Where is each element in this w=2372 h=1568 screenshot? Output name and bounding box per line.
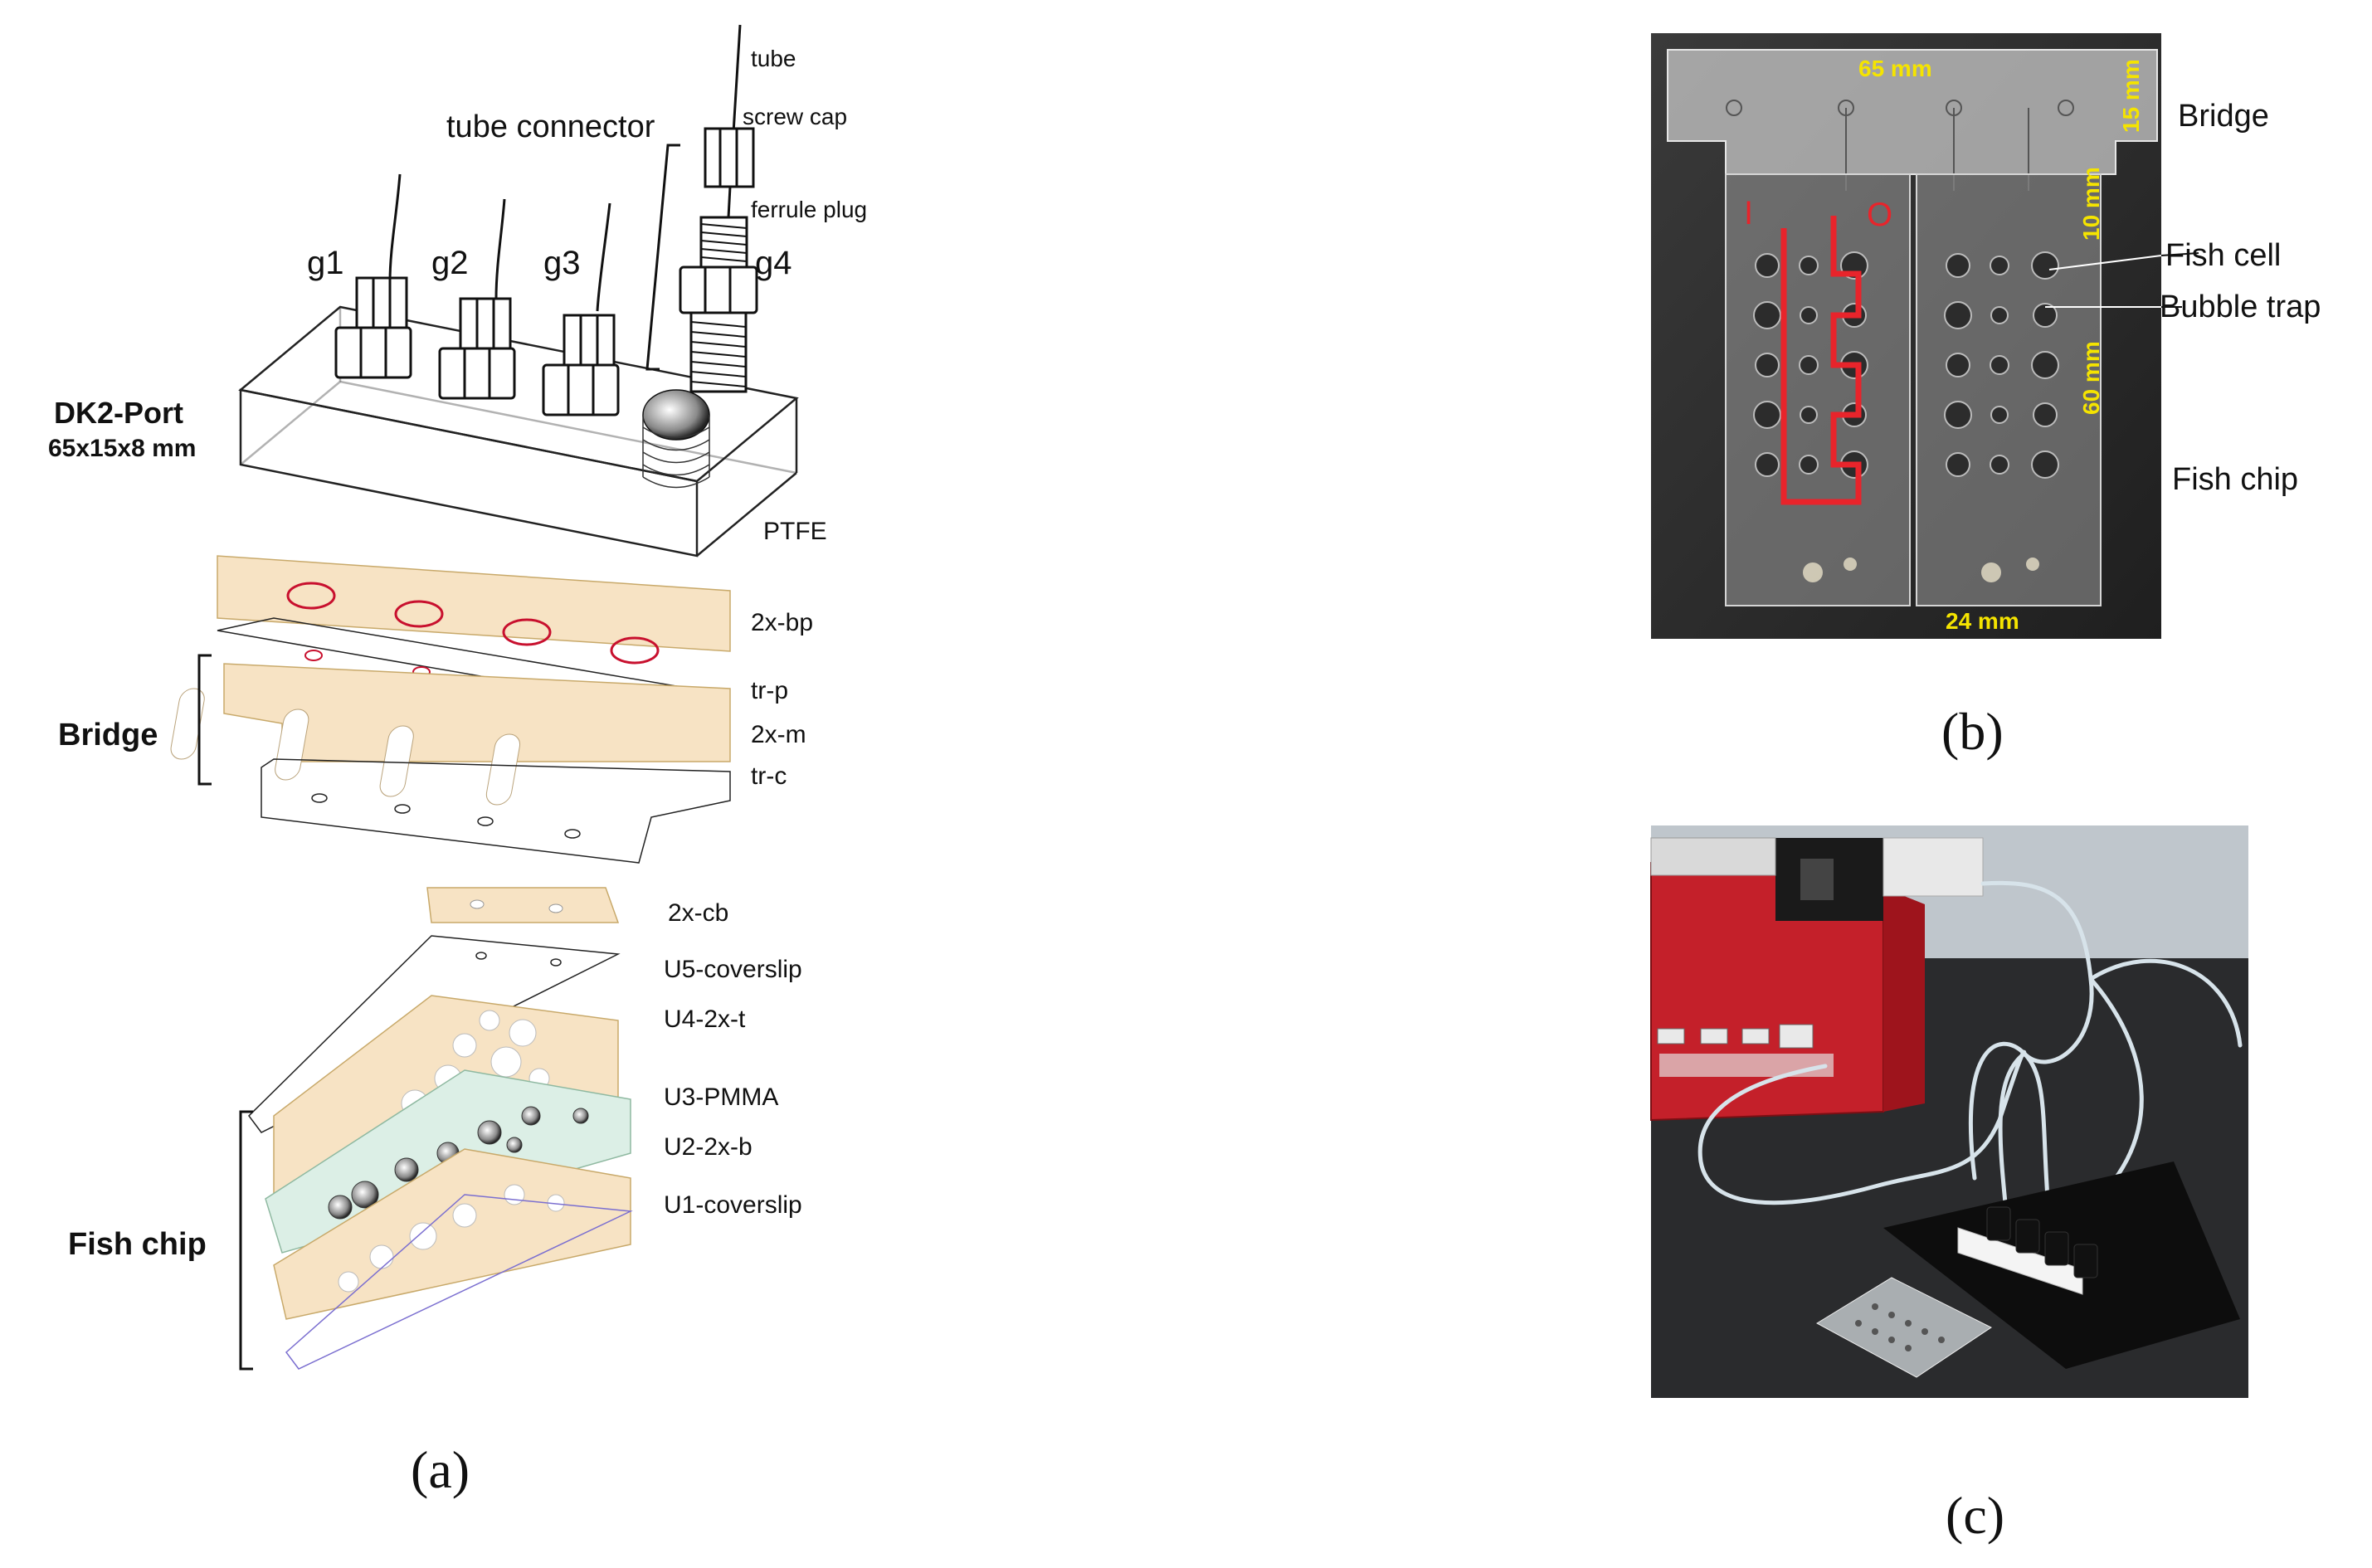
label-dk2-port: DK2-Port — [54, 396, 183, 430]
tube-connector-bracket — [645, 144, 680, 371]
label-tube: tube — [751, 46, 796, 71]
label-g1: g1 — [307, 245, 344, 281]
label-2x-bp: 2x-bp — [751, 609, 813, 636]
label-u2-2x-b: U2-2x-b — [664, 1133, 753, 1161]
label-ferrule-plug: ferrule plug — [751, 197, 867, 222]
label-g2: g2 — [431, 245, 469, 281]
label-screw-cap: screw cap — [743, 104, 847, 129]
panel-a: tube screw cap tube connector ferrule pl… — [48, 24, 867, 1371]
fitting-g3 — [542, 202, 620, 416]
layer-u5-coverslip — [248, 935, 621, 1133]
panel-label-b: (b) — [1941, 702, 2004, 761]
dk2-port-block — [238, 305, 799, 558]
label-g3: g3 — [543, 245, 581, 281]
label-port-size: 65x15x8 mm — [48, 435, 196, 462]
layer-2x-m — [170, 663, 731, 806]
label-2x-m: 2x-m — [751, 721, 806, 748]
panel-c-photo — [1650, 825, 2248, 1398]
panel-label-c: (c) — [1946, 1486, 2005, 1545]
layer-u1-coverslip — [285, 1194, 633, 1370]
label-bridge-b: Bridge — [2178, 99, 2269, 134]
panel-b-photo: I O 65 mm 15 mm 10 mm 60 mm 24 mm — [1651, 33, 2199, 639]
label-2x-cb: 2x-cb — [668, 899, 728, 927]
dim-10mm: 10 mm — [2078, 167, 2104, 241]
label-g4: g4 — [755, 245, 792, 281]
fitting-g1 — [334, 173, 412, 379]
threaded-port-hole — [642, 389, 710, 489]
dim-60mm: 60 mm — [2078, 341, 2104, 415]
label-tube-connector: tube connector — [446, 110, 655, 144]
bridge-bracket — [197, 654, 212, 786]
fitting-g4-exploded — [679, 24, 758, 393]
layer-2x-bp — [217, 555, 731, 665]
label-fish-chip-b: Fish chip — [2172, 462, 2298, 497]
label-tr-p: tr-p — [751, 677, 788, 704]
fish-chip-bracket — [239, 1110, 253, 1371]
label-bridge-a: Bridge — [58, 718, 158, 752]
dim-65mm: 65 mm — [1858, 56, 1932, 81]
label-u5-coverslip: U5-coverslip — [664, 956, 802, 983]
layer-2x-cb — [426, 887, 620, 923]
layer-tr-c — [261, 758, 731, 864]
label-tr-c: tr-c — [751, 762, 787, 790]
label-u3-pmma: U3-PMMA — [664, 1083, 778, 1111]
label-fish-cell: Fish cell — [2165, 238, 2281, 273]
flow-path — [1780, 216, 1862, 505]
label-u1-coverslip: U1-coverslip — [664, 1191, 802, 1219]
label-fish-chip-a: Fish chip — [68, 1227, 207, 1262]
flow-inlet-mark: I — [1744, 195, 1753, 231]
label-u4-2x-t: U4-2x-t — [664, 1006, 746, 1033]
dim-15mm: 15 mm — [2118, 59, 2144, 133]
flow-outlet-mark: O — [1867, 197, 1892, 233]
label-ptfe: PTFE — [763, 518, 827, 545]
label-bubble-trap: Bubble trap — [2160, 290, 2321, 324]
panel-label-a: (a) — [411, 1440, 470, 1499]
dim-24mm: 24 mm — [1946, 608, 2019, 634]
fitting-g2 — [438, 198, 516, 400]
